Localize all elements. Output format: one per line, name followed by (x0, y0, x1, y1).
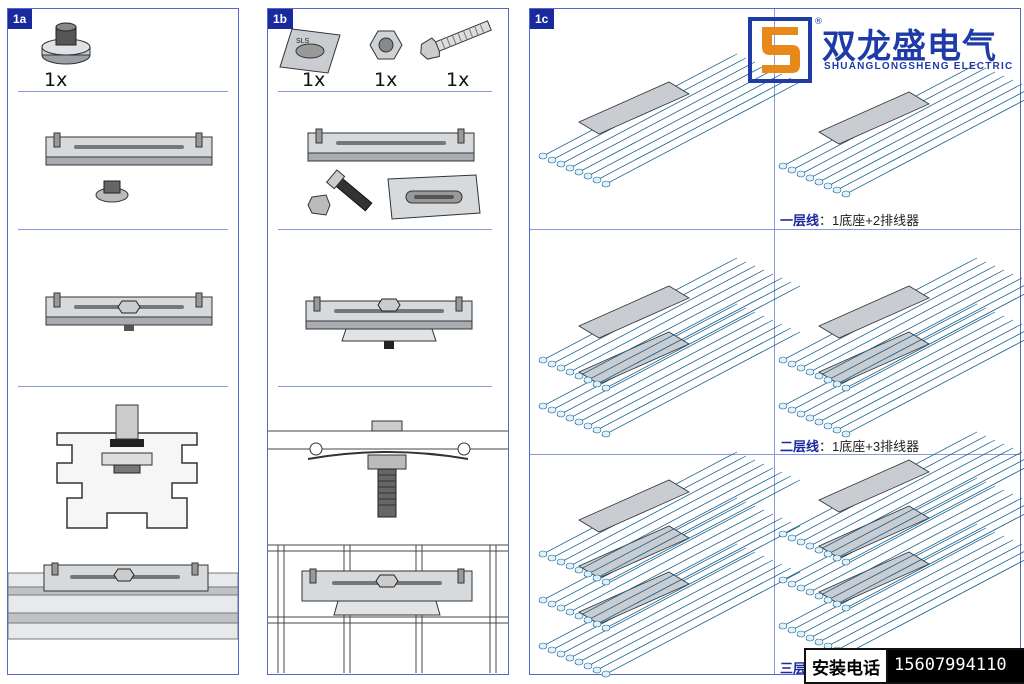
cable-tray-bracket (578, 479, 690, 533)
layer-desc: ：1底座+2排线器 (819, 213, 920, 228)
quantity-label: 1x (446, 69, 470, 91)
plate-assembly-icon (305, 296, 473, 349)
three-layer-left (538, 451, 801, 678)
layer-title: 一层线 (780, 213, 820, 228)
layer-caption-1: 一层线：1底座+2排线器 (780, 210, 919, 229)
layer-title: 三层 (780, 661, 807, 676)
rail-mount-icon (8, 562, 238, 640)
two-layer-left (538, 257, 801, 438)
t-bolt-icon (41, 22, 91, 65)
layer-caption-3: 三层 (780, 658, 806, 677)
panel-tag-1a: 1a (8, 9, 33, 29)
divider (278, 229, 492, 230)
hex-nut-icon (95, 180, 129, 203)
bolt-and-nut-icon (307, 169, 373, 216)
panel-tag-1b: 1b (268, 9, 294, 29)
cable-tray-bracket (818, 285, 930, 339)
one-layer-left (538, 53, 801, 188)
square-plate-icon: SLS (279, 28, 341, 74)
hex-bolt-icon (420, 20, 492, 60)
base-plate-icon (307, 128, 475, 162)
flange-nut-icon (369, 30, 403, 60)
divider (18, 386, 228, 387)
divider (18, 91, 228, 92)
divider (18, 229, 228, 230)
cable-tray-illustrations (538, 53, 1024, 678)
panel-tag-1c: 1c (530, 9, 555, 29)
one-layer-right (778, 63, 1024, 198)
cable-tray-bracket (578, 81, 690, 135)
spring-bolt-icon (268, 420, 508, 518)
two-layer-right (778, 257, 1024, 438)
panel-1b: 1b SLS 1x 1x 1x (267, 8, 509, 675)
divider (530, 229, 1020, 230)
base-plate-icon (45, 292, 213, 331)
divider (530, 454, 1020, 455)
cable-tray-bracket (818, 459, 930, 513)
rail-cross-section-icon (56, 404, 198, 529)
phone-number: 15607994110 (888, 650, 1024, 682)
plate-label: SLS (296, 38, 310, 45)
layer-caption-2: 二层线：1底座+3排线器 (780, 436, 919, 455)
clamp-plate-icon (387, 174, 481, 220)
layer-title: 二层线 (780, 439, 820, 454)
quantity-label: 1x (44, 69, 68, 91)
three-layer-right (778, 431, 1024, 658)
brand-name-en: SHUANGLONGSHENG ELECTRIC (824, 61, 1014, 72)
quantity-label: 1x (302, 69, 326, 91)
registered-mark: ® (814, 17, 823, 27)
brand-logo: ® 双龙盛电气 SHUANGLONGSHENG ELECTRIC (746, 15, 1016, 87)
brand-name-cn: 双龙盛电气 (822, 27, 997, 67)
base-plate-icon (45, 132, 213, 166)
vertical-divider (774, 9, 775, 674)
frame-mount-icon (268, 544, 508, 673)
contact-phone: 安装电话 15607994110 (804, 648, 1024, 684)
divider (278, 91, 492, 92)
panel-1a: 1a 1x (7, 8, 239, 675)
cable-tray-bracket (578, 285, 690, 339)
quantity-label: 1x (374, 69, 398, 91)
layer-desc: ：1底座+3排线器 (819, 439, 920, 454)
cable-tray-bracket (818, 91, 930, 145)
logo-mark-icon (748, 17, 812, 83)
divider (278, 386, 492, 387)
phone-label: 安装电话 (806, 650, 888, 682)
